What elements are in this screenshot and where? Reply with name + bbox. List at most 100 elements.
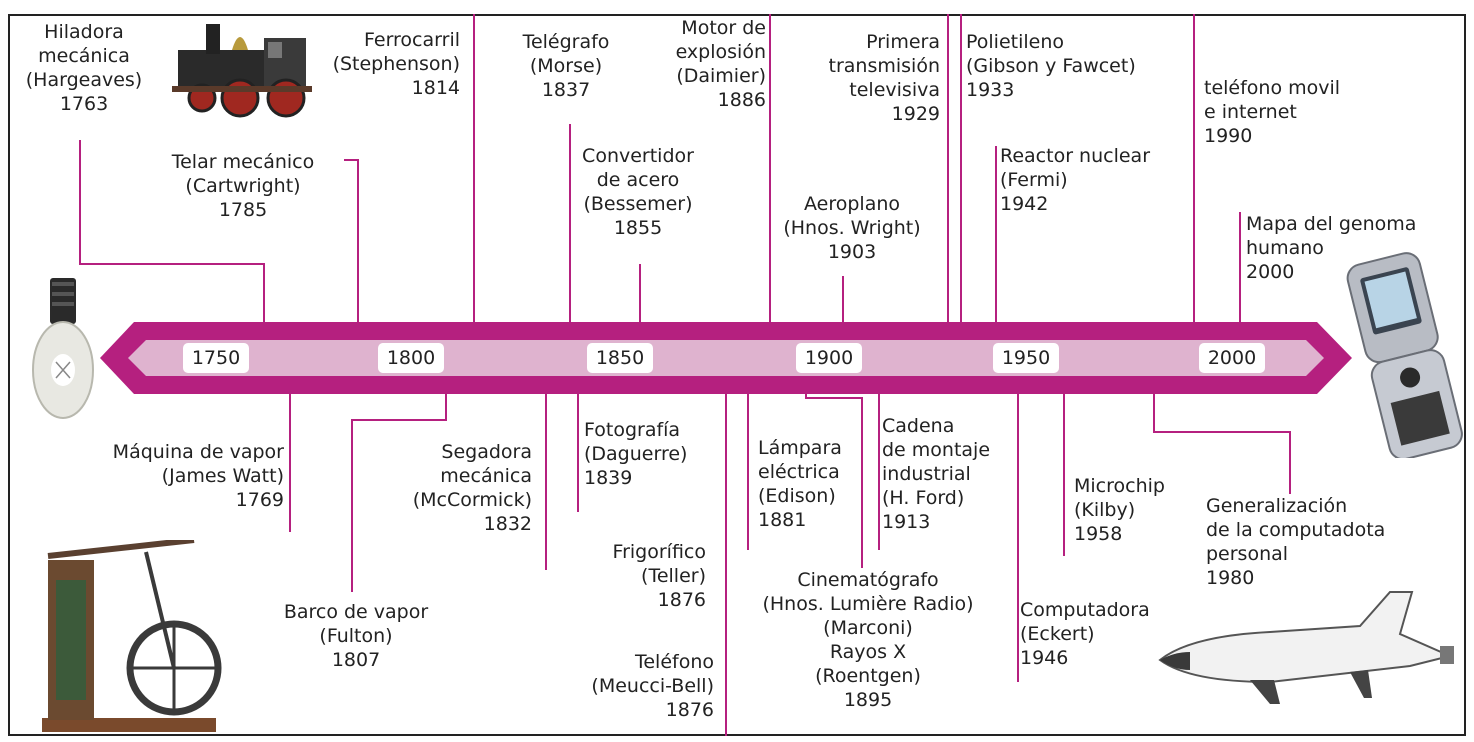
event-fotografia: Fotografía(Daguerre)1839 <box>584 418 714 490</box>
event-year: 1886 <box>717 89 766 111</box>
event-text: Ferrocarril <box>363 29 460 51</box>
event-text: Primera <box>866 31 940 53</box>
event-text: Rayos X <box>829 641 907 663</box>
event-text: de la computadota <box>1206 519 1386 541</box>
event-year: 1895 <box>843 689 893 711</box>
event-text: mecánica <box>440 465 532 487</box>
event-year: 1855 <box>613 217 663 239</box>
event-text: Microchip <box>1074 475 1165 497</box>
event-text: Aeroplano <box>803 193 901 215</box>
event-text: explosión <box>675 41 766 63</box>
event-text: (Stephenson) <box>332 53 460 75</box>
event-text: (Gibson y Fawcet) <box>966 55 1136 77</box>
band-inner <box>128 340 1324 376</box>
decade-marker-1900: 1900 <box>796 343 862 373</box>
decade-marker-1950: 1950 <box>993 343 1059 373</box>
event-text: de montaje <box>882 439 991 461</box>
flip-phone-icon <box>1346 252 1463 458</box>
event-microchip: Microchip(Kilby)1958 <box>1074 474 1204 546</box>
event-year: 1763 <box>59 93 109 115</box>
event-text: (Roentgen) <box>815 665 921 687</box>
event-text: (Fulton) <box>319 625 393 647</box>
event-text: transmisión <box>828 55 940 77</box>
event-computadora: Computadora(Eckert)1946 <box>1020 598 1180 670</box>
decade-marker-2000: 2000 <box>1199 343 1265 373</box>
event-ferrocarril: Ferrocarril(Stephenson)1814 <box>300 28 460 100</box>
event-year: 1769 <box>235 489 284 511</box>
event-year: 1929 <box>891 103 940 125</box>
event-year: 1958 <box>1074 523 1123 545</box>
event-text: Segadora <box>441 441 532 463</box>
event-text: (James Watt) <box>161 465 284 487</box>
event-text: Mapa del genoma <box>1246 213 1417 235</box>
event-text: (Hnos. Lumière Radio) <box>762 593 974 615</box>
event-text: (Fermi) <box>1000 169 1068 191</box>
event-text: Hiladora <box>44 21 124 43</box>
decade-marker-1800: 1800 <box>378 343 444 373</box>
connector-computadora_personal <box>1153 358 1291 494</box>
event-text: (Meucci-Bell) <box>591 675 714 697</box>
event-text: Convertidor <box>582 145 694 167</box>
event-aeroplano: Aeroplano(Hnos. Wright)1903 <box>764 192 940 264</box>
event-text: industrial <box>882 463 971 485</box>
decade-marker-1750: 1750 <box>183 343 249 373</box>
event-text: (Marconi) <box>823 617 913 639</box>
event-polietileno: Polietileno(Gibson y Fawcet)1933 <box>966 30 1156 102</box>
space-shuttle-icon <box>1158 591 1454 704</box>
event-year: 1837 <box>541 79 591 101</box>
event-text: Fotografía <box>584 419 681 441</box>
event-text: Generalización <box>1206 495 1348 517</box>
event-year: 1942 <box>1000 193 1049 215</box>
event-text: (Morse) <box>529 55 603 77</box>
event-year: 1832 <box>483 513 532 535</box>
event-text: (Eckert) <box>1020 623 1095 645</box>
event-year: 1903 <box>827 241 877 263</box>
event-text: humano <box>1246 237 1324 259</box>
event-year: 1807 <box>331 649 381 671</box>
event-text: (Bessemer) <box>583 193 693 215</box>
event-cinematografo: Cinematógrafo(Hnos. Lumière Radio)(Marco… <box>734 568 1002 712</box>
event-text: Computadora <box>1020 599 1150 621</box>
steam-locomotive-icon <box>172 24 312 118</box>
event-text: (Daimier) <box>676 65 766 87</box>
event-year: 2000 <box>1246 261 1295 283</box>
event-text: Barco de vapor <box>283 601 429 623</box>
event-telefono: Teléfono(Meucci-Bell)1876 <box>534 650 714 722</box>
event-year: 1990 <box>1204 125 1253 147</box>
event-text: Telar mecánico <box>171 151 315 173</box>
event-text: (Cartwright) <box>185 175 301 197</box>
event-text: Polietileno <box>966 31 1065 53</box>
event-reactor: Reactor nuclear(Fermi)1942 <box>1000 144 1190 216</box>
event-text: Frigorífico <box>612 541 706 563</box>
event-text: (Kilby) <box>1074 499 1136 521</box>
decade-marker-1850: 1850 <box>587 343 653 373</box>
event-year: 1785 <box>218 199 268 221</box>
event-text: Máquina de vapor <box>112 441 284 463</box>
event-text: (Daguerre) <box>584 443 688 465</box>
event-year: 1946 <box>1020 647 1069 669</box>
event-text: Motor de <box>681 17 766 39</box>
event-text: Lámpara <box>758 437 842 459</box>
event-year: 1980 <box>1206 567 1255 589</box>
event-telegrafo: Telégrafo(Morse)1837 <box>506 30 626 102</box>
event-text: e internet <box>1204 101 1297 123</box>
event-text: (Hnos. Wright) <box>783 217 921 239</box>
event-year: 1839 <box>584 467 633 489</box>
event-text: mecánica <box>38 45 130 67</box>
event-text: Teléfono <box>634 651 714 673</box>
lightbulb-icon <box>32 278 94 419</box>
event-telar: Telar mecánico(Cartwright)1785 <box>138 150 348 222</box>
event-text: (H. Ford) <box>882 487 965 509</box>
event-text: (McCormick) <box>412 489 532 511</box>
diagram-frame <box>8 14 1466 736</box>
event-barco: Barco de vapor(Fulton)1807 <box>256 600 456 672</box>
